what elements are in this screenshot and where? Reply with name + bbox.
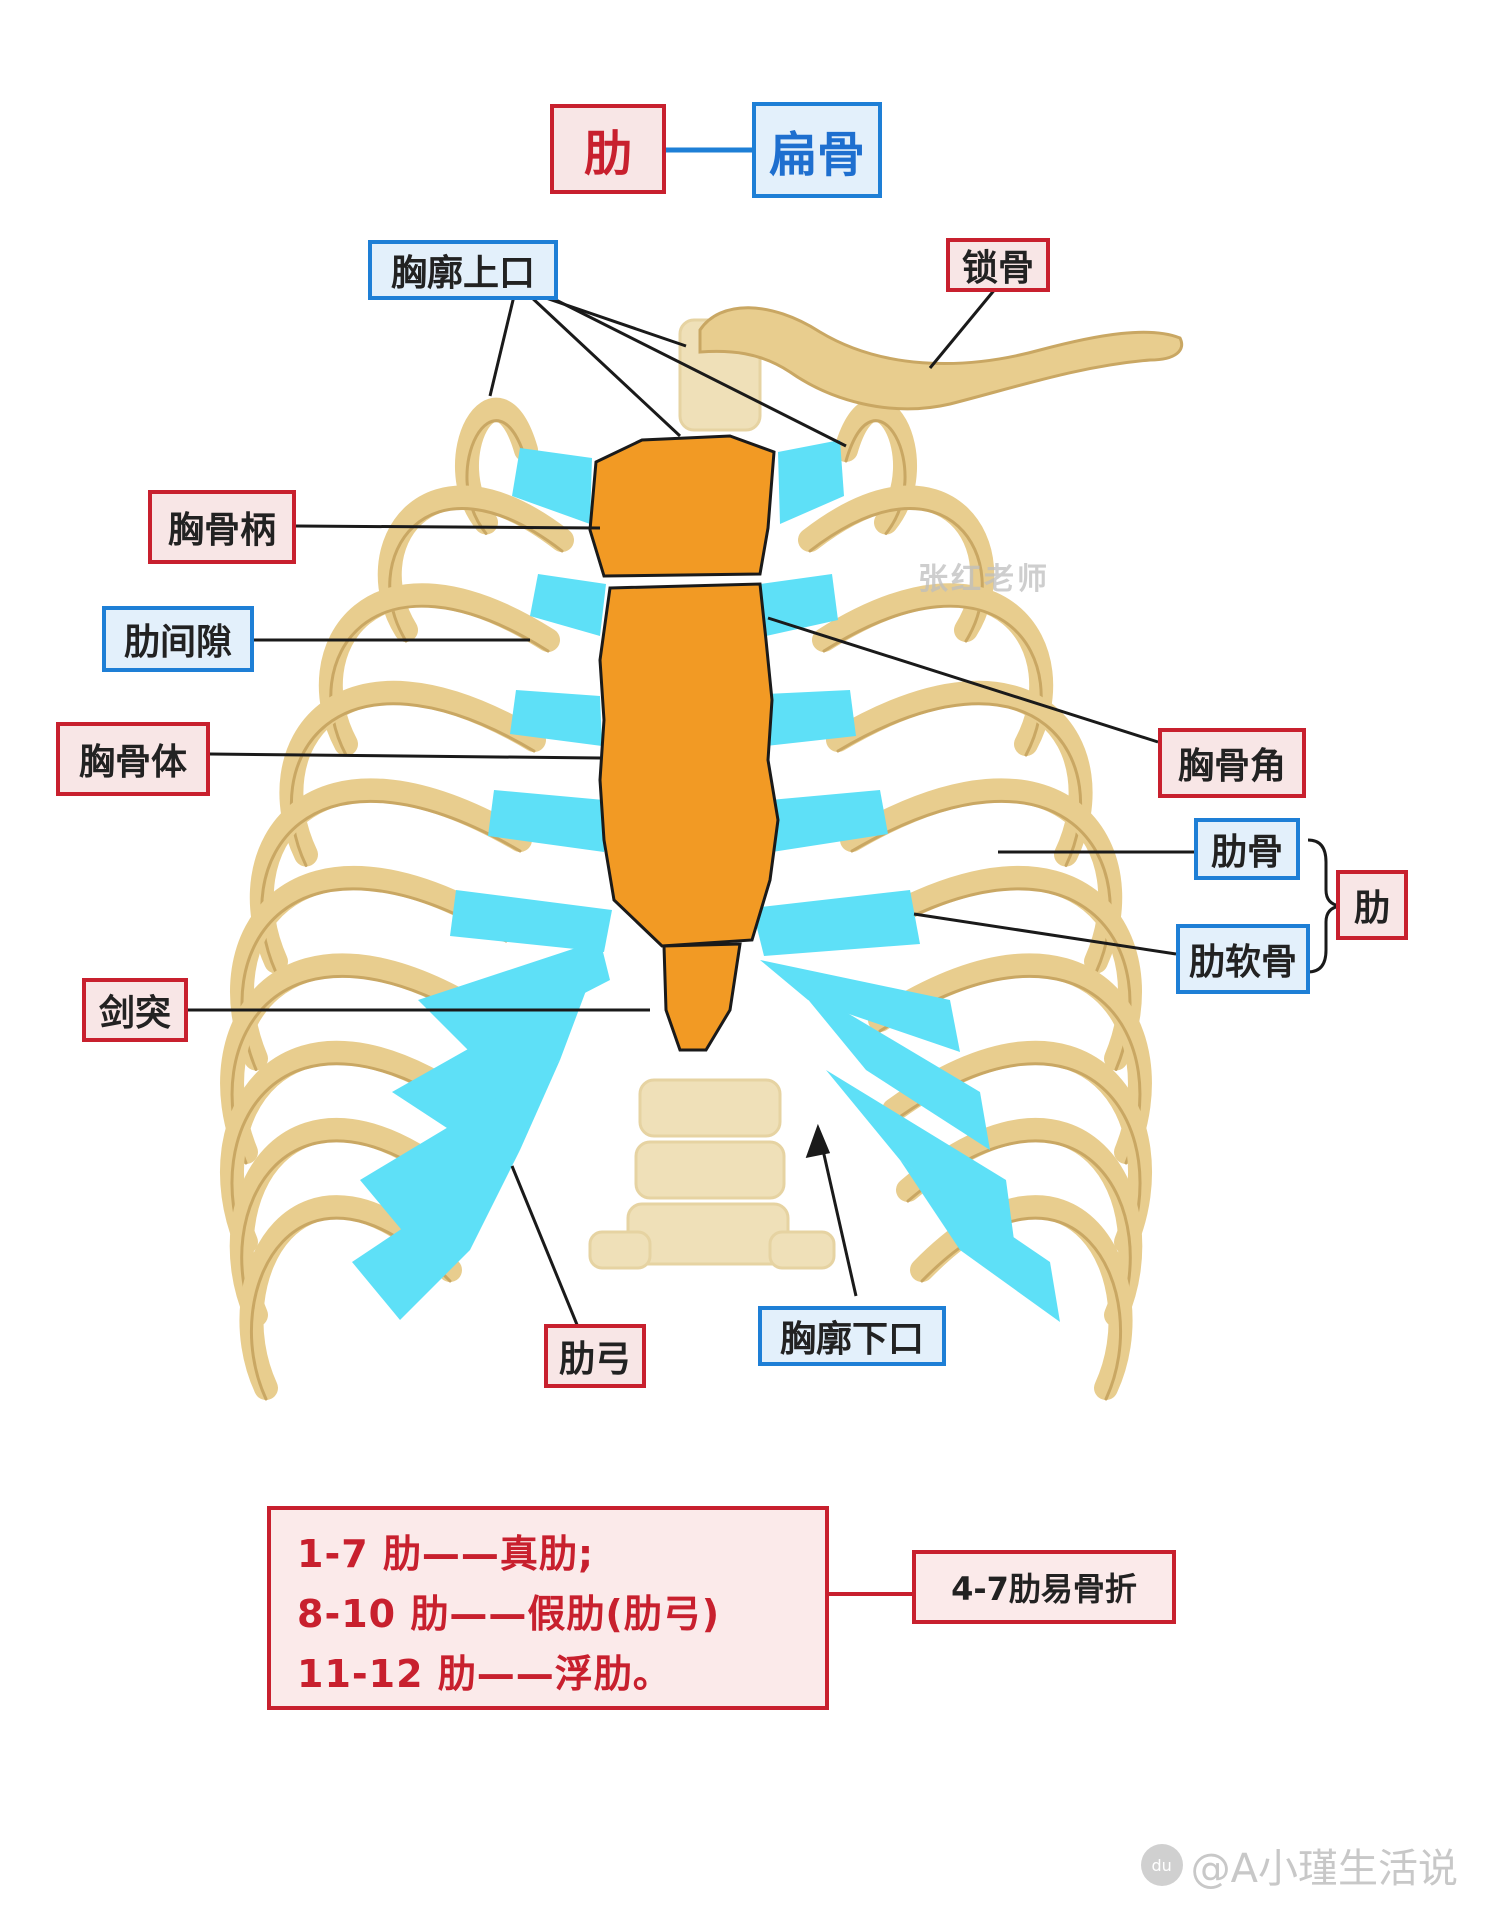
fracture-note: 4-7肋易骨折: [912, 1550, 1176, 1624]
manubrium-label: 胸骨柄: [148, 490, 296, 564]
upper-aperture-label: 胸廓上口: [368, 240, 558, 300]
costal-arch-label: 肋弓: [544, 1324, 646, 1388]
sternal-angle-label: 胸骨角: [1158, 728, 1306, 798]
paw-icon: du: [1140, 1844, 1183, 1886]
rib-types-info-box: 1-7 肋——真肋; 8-10 肋——假肋(肋弓) 11-12 肋——浮肋。: [267, 1506, 829, 1710]
rib-label: 肋: [1336, 870, 1408, 940]
rib-10-left-edge: [250, 1216, 452, 1401]
watermark: 张红老师: [918, 562, 1050, 597]
lower-aperture-label: 胸廓下口: [758, 1306, 946, 1366]
leader-lines: [188, 287, 1194, 1596]
costal-cartilage: [352, 440, 1060, 1322]
rib-bone-label: 肋骨: [1194, 818, 1300, 880]
xiphoid-label: 剑突: [82, 978, 188, 1042]
costal-cartilage-label: 肋软骨: [1176, 924, 1310, 994]
credit-text: @A小瑾生活说: [1190, 1846, 1458, 1892]
rib-8-right-edge: [892, 1062, 1142, 1255]
false-ribs-line: 8-10 肋——假肋(肋弓): [297, 1592, 721, 1636]
spine: [588, 318, 836, 1270]
clavicle-label: 锁骨: [946, 238, 1050, 292]
rib-9-left-edge: [240, 1139, 466, 1328]
intercostal-space-label: 肋间隙: [102, 606, 254, 672]
sternum: [588, 434, 780, 1052]
manubrium-shape: [588, 434, 776, 578]
credit: du @A小瑾生活说: [1140, 1836, 1458, 1894]
true-ribs-line: 1-7 肋——真肋;: [297, 1532, 595, 1576]
floating-ribs-line: 11-12 肋——浮肋。: [297, 1652, 672, 1696]
title-flat-bone-label: 扁骨: [752, 102, 882, 198]
clavicle-bone: [698, 306, 1183, 411]
rib-8-left-edge: [230, 1062, 480, 1255]
rib-9-right-edge: [906, 1139, 1132, 1328]
xiphoid-shape: [662, 942, 742, 1052]
sternal-body-shape: [598, 582, 780, 948]
ribs: [220, 397, 1152, 1401]
sternal-body-label: 胸骨体: [56, 722, 210, 796]
title-rib-label: 肋: [550, 104, 666, 194]
